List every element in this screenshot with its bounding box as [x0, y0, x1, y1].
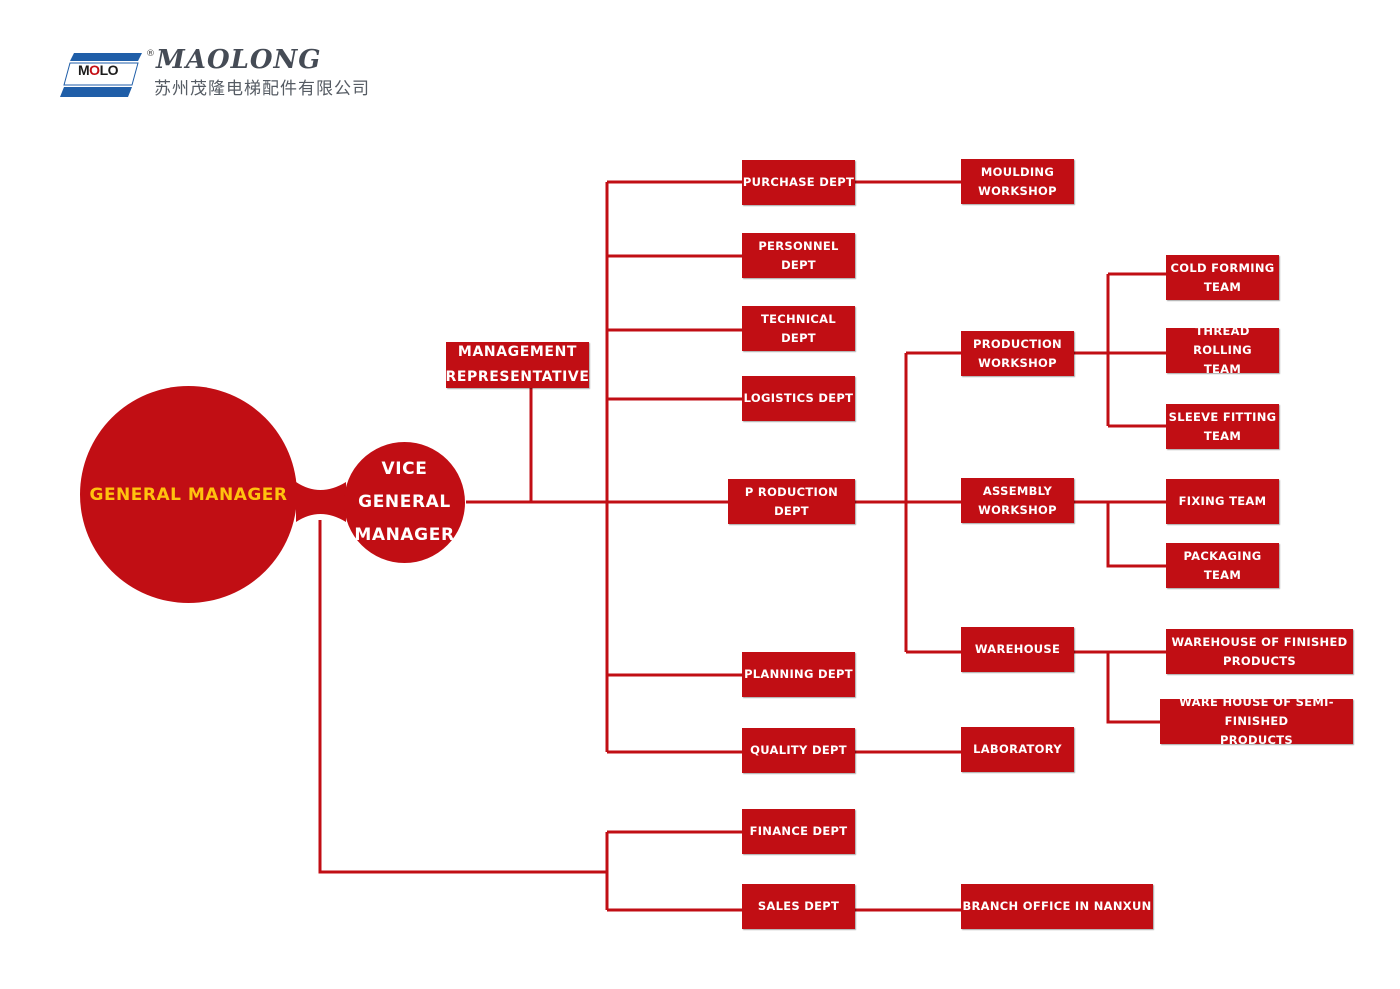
fixing-team-node: FIXING TEAM: [1166, 479, 1279, 524]
laboratory-node: LABORATORY: [961, 727, 1074, 772]
company-logo: MOLO ® MAOLONG 苏州茂隆电梯配件有限公司: [60, 45, 420, 115]
personnel-dept-node: PERSONNEL DEPT: [742, 233, 855, 278]
technical-dept-node: TECHNICAL DEPT: [742, 306, 855, 351]
general-manager-node: GENERAL MANAGER: [80, 386, 297, 603]
cold-forming-team-node: COLD FORMING TEAM: [1166, 255, 1279, 300]
purchase-dept-node: PURCHASE DEPT: [742, 160, 855, 205]
finance-dept-node: FINANCE DEPT: [742, 809, 855, 854]
molo-logo-mark: [60, 53, 142, 97]
registered-symbol: ®: [146, 49, 155, 59]
quality-dept-node: QUALITY DEPT: [742, 728, 855, 773]
warehouse-finished-node: WAREHOUSE OF FINISHED PRODUCTS: [1166, 629, 1353, 674]
vice-general-manager-node: VICE GENERAL MANAGER: [344, 442, 465, 563]
warehouse-node: WAREHOUSE: [961, 627, 1074, 672]
thread-rolling-team-node: THREAD ROLLING TEAM: [1166, 324, 1279, 376]
moulding-workshop-node: MOULDING WORKSHOP: [961, 159, 1074, 204]
sleeve-fitting-team-node: SLEEVE FITTING TEAM: [1166, 404, 1279, 449]
logo-mark-text: MOLO: [78, 62, 119, 78]
production-workshop-node: PRODUCTION WORKSHOP: [961, 331, 1074, 376]
warehouse-semi-finished-node: WARE HOUSE OF SEMI- FINISHED PRODUCTS: [1160, 695, 1353, 747]
logistics-dept-node: LOGISTICS DEPT: [742, 376, 855, 421]
connector-gm-finance-sales: [318, 520, 607, 874]
assembly-workshop-node: ASSEMBLY WORKSHOP: [961, 478, 1074, 523]
planning-dept-node: PLANNING DEPT: [742, 652, 855, 697]
gm-vgm-bridge: [296, 482, 346, 522]
management-representative-node: MANAGEMENT REPRESENTATIVE: [445, 342, 589, 388]
packaging-team-node: PACKAGING TEAM: [1166, 543, 1279, 588]
connector-semi-finished: [1106, 652, 1160, 724]
sales-dept-node: SALES DEPT: [742, 884, 855, 929]
company-chinese-name: 苏州茂隆电梯配件有限公司: [154, 79, 370, 99]
branch-office-node: BRANCH OFFICE IN NANXUN: [961, 884, 1153, 929]
brand-name: MAOLONG: [156, 45, 322, 75]
connector-packaging: [1106, 502, 1166, 568]
production-dept-node: P RODUCTION DEPT: [728, 479, 855, 524]
